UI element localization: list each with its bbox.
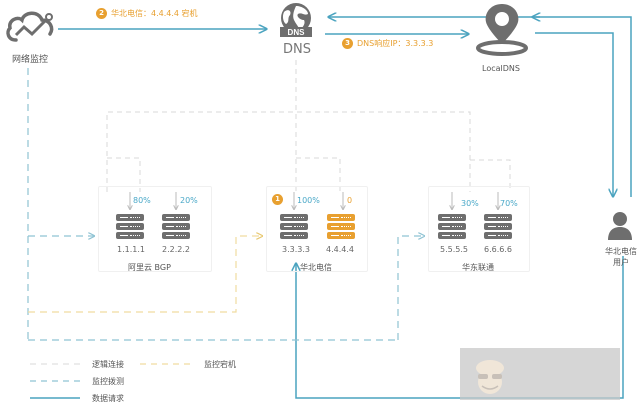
group-name: 华东联通 <box>462 263 494 272</box>
step-2-text: 华北电信：4.4.4.4 宕机 <box>111 9 198 18</box>
cloud-monitor-icon <box>6 11 54 42</box>
group-box-aliyun-bgp <box>98 186 212 272</box>
server-ip: 6.6.6.6 <box>484 245 512 254</box>
monitor-label: 网络监控 <box>12 55 49 65</box>
group-name: 华北电信 <box>300 263 332 272</box>
user-icon <box>608 212 632 240</box>
weight-label: 80% <box>133 196 151 205</box>
weight-label: 0 <box>347 196 353 205</box>
server-ip: 3.3.3.3 <box>282 245 310 254</box>
server-ip: 4.4.4.4 <box>326 245 354 254</box>
server-ip: 1.1.1.1 <box>117 245 145 254</box>
step-3-text: DNS响应IP：3.3.3.3 <box>357 39 434 48</box>
map-pin-icon <box>476 4 528 56</box>
weight-label: 20% <box>180 196 198 205</box>
monkey-logo-icon <box>476 360 504 394</box>
server-icon <box>162 214 190 240</box>
step-badge-1: 1 <box>272 194 283 205</box>
server-icon <box>280 214 308 240</box>
group-name: 阿里云 BGP <box>128 263 171 272</box>
localdns-label: LocalDNS <box>482 64 520 73</box>
server-ip: 2.2.2.2 <box>162 245 190 254</box>
globe-dns-icon: DNS <box>280 3 312 37</box>
group-box-huabei-telecom <box>266 186 368 272</box>
dns-badge-text: DNS <box>288 28 306 37</box>
step-badge-2: 2 <box>96 8 107 19</box>
server-ip: 5.5.5.5 <box>440 245 468 254</box>
server-icon <box>116 214 144 240</box>
watermark-overlay <box>460 348 620 400</box>
user-label-line2: 用户 <box>613 258 629 267</box>
legend-logic-label: 逻辑连接 <box>92 360 124 369</box>
group-box-huadong-unicom <box>428 186 530 272</box>
weight-label: 70% <box>500 199 518 208</box>
dns-label: DNS <box>283 42 311 57</box>
step-badge-3: 3 <box>342 38 353 49</box>
server-icon <box>438 214 466 240</box>
server-down-icon <box>327 214 355 240</box>
legend-down-label: 监控宕机 <box>204 360 236 369</box>
weight-label: 30% <box>461 199 479 208</box>
weight-label: 100% <box>297 196 320 205</box>
legend-probe-label: 监控拨测 <box>92 377 124 386</box>
server-icon <box>484 214 512 240</box>
legend-data-label: 数据请求 <box>92 394 124 403</box>
user-label-line1: 华北电信 <box>605 247 637 256</box>
